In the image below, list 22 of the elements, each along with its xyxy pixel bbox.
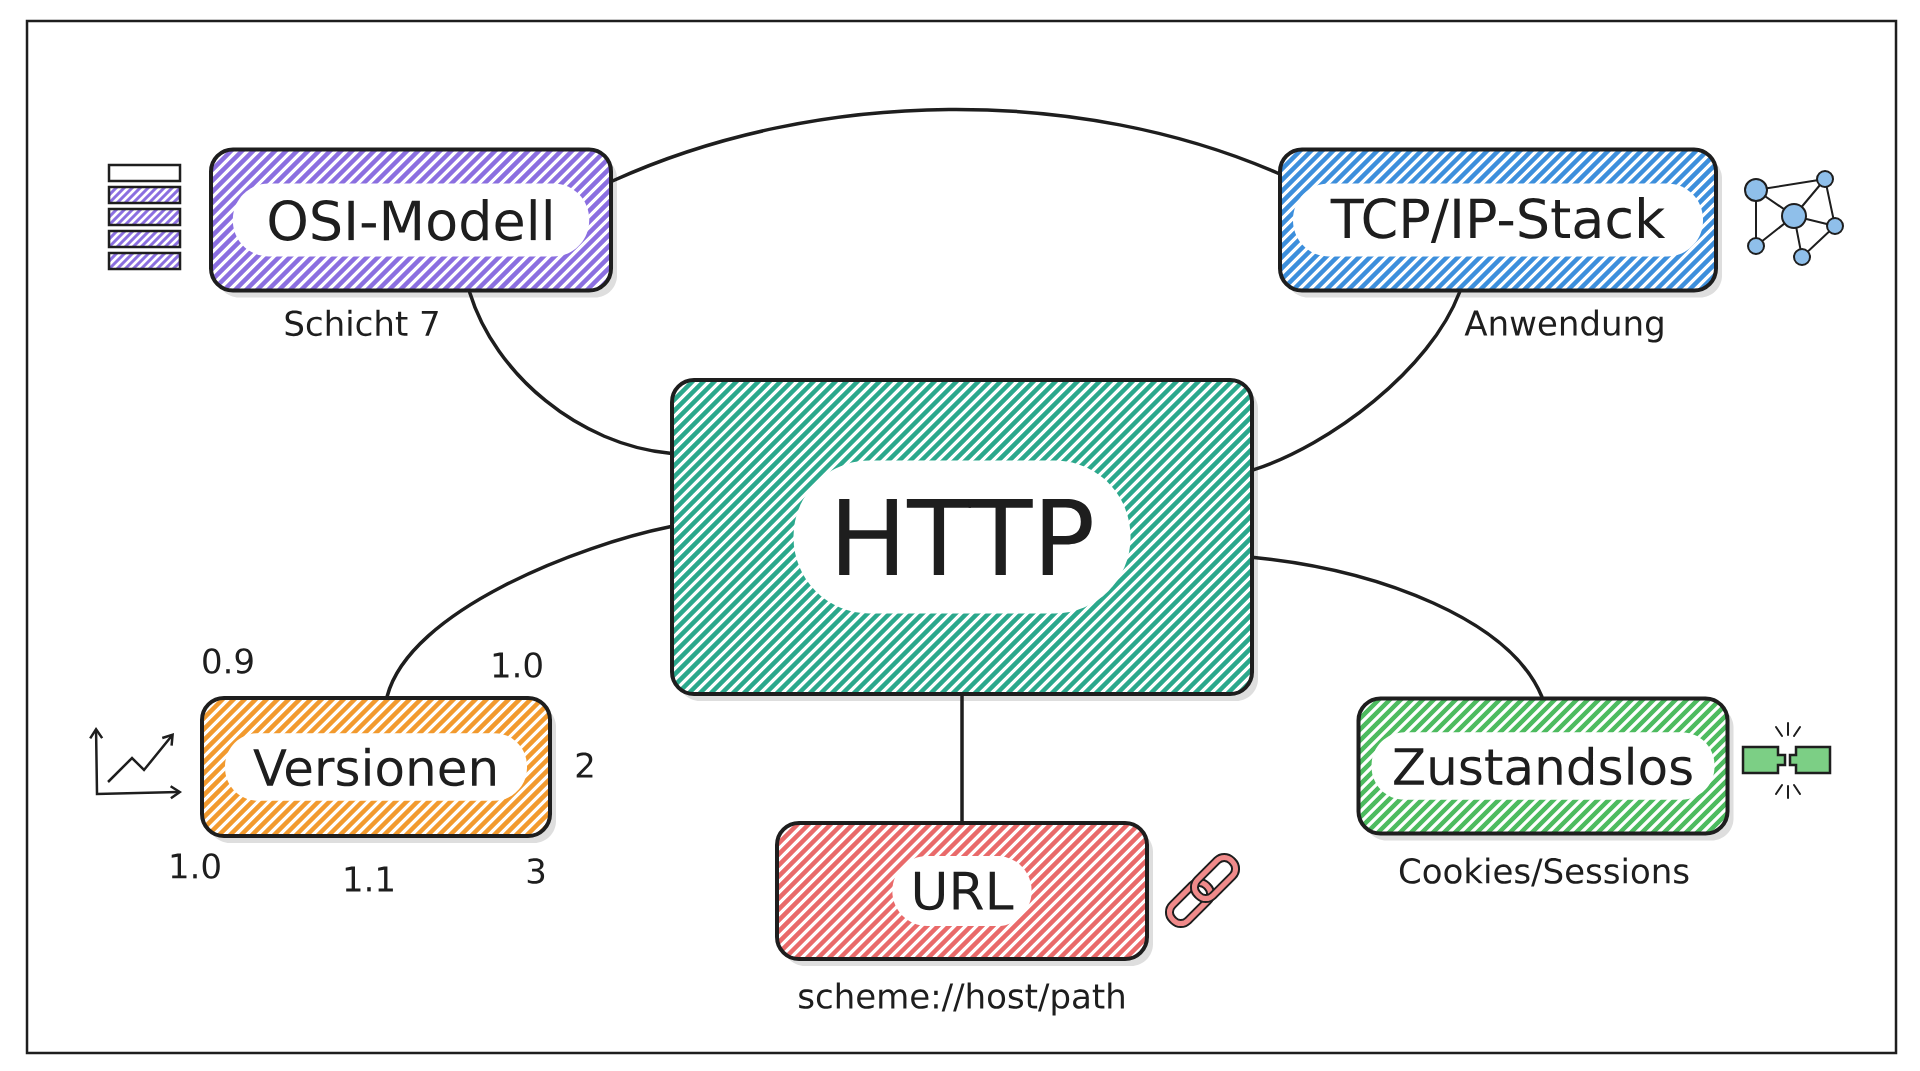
topic-box: Versionen: [200, 696, 556, 843]
version-number: 1.0: [493, 652, 542, 678]
connector-line: [467, 290, 672, 455]
version-number: 2: [576, 752, 593, 778]
topic-box: Zustandslos: [1356, 696, 1734, 841]
caption-text: Cookies/Sessions: [1399, 857, 1689, 887]
topic-box: URL: [775, 821, 1153, 966]
connector-line: [1252, 290, 1462, 472]
connector-line: [1252, 555, 1544, 699]
main-topic-box: HTTP: [670, 378, 1258, 701]
caption-text: Schicht 7: [285, 309, 438, 337]
connector-line: [960, 694, 964, 823]
version-number: 1.1: [345, 866, 393, 892]
version-number: 3: [527, 858, 545, 884]
version-number: 1.0: [171, 853, 220, 879]
caption-text: Anwendung: [1464, 309, 1663, 343]
topic-box: TCP/IP-Stack: [1278, 147, 1722, 298]
version-number: 0.9: [203, 648, 253, 674]
caption-text: scheme://host/path: [799, 982, 1124, 1016]
connector-line: [611, 107, 1280, 183]
topic-box: OSI-Modell: [209, 147, 617, 298]
connector-line: [385, 525, 672, 698]
